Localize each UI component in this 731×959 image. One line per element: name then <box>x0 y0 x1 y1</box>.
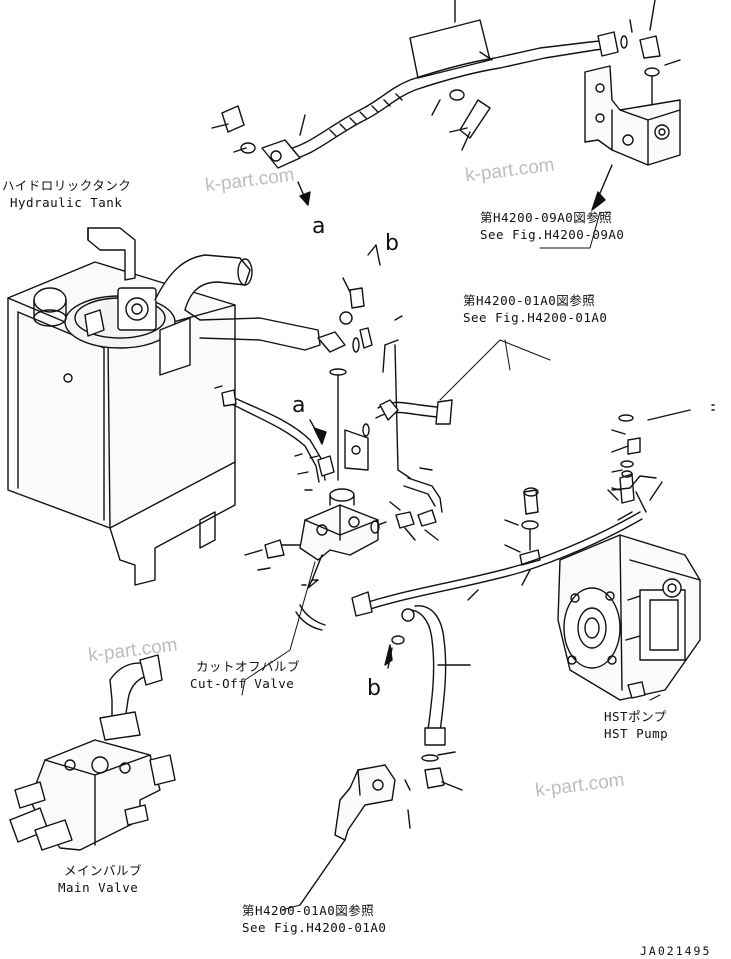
main-valve-label-jp: メインバルブ <box>64 863 143 878</box>
valve-block-drawing <box>584 59 681 211</box>
upper-hose-drawing <box>211 0 661 206</box>
main-valve-drawing <box>9 654 176 851</box>
connection-mark-a-top: a <box>312 214 326 239</box>
drawing-code: JA021495 <box>640 944 712 958</box>
connection-mark-a-mid: a <box>292 393 306 418</box>
hydraulic-tank-label-en: Hydraulic Tank <box>10 195 123 210</box>
connection-mark-b-top: b <box>385 231 399 256</box>
hst-pump-label-jp: HSTポンプ <box>604 709 667 724</box>
middle-hoses-drawing <box>221 244 453 541</box>
lower-bracket-drawing <box>299 751 463 906</box>
clamp-bolt-drawing <box>504 487 541 586</box>
lower-hose-drawing <box>384 605 471 746</box>
hydraulic-tank-drawing <box>7 227 321 586</box>
ref-01a0-top-label-en: See Fig.H4200-01A0 <box>463 310 608 325</box>
cut-off-valve-label-en: Cut-Off Valve <box>190 676 295 691</box>
cut-off-valve-label-jp: カットオフバルブ <box>196 659 301 674</box>
ref-09a0-label-en: See Fig.H4200-09A0 <box>480 227 625 242</box>
ref-09a0-label-jp: 第H4200-09A0図参照 <box>480 210 613 225</box>
hst-pump-label-en: HST Pump <box>604 726 669 741</box>
long-hose-drawing <box>295 481 663 631</box>
ref-01a0-bottom-label-en: See Fig.H4200-01A0 <box>242 920 387 935</box>
leader-lines <box>241 211 661 911</box>
cut-off-valve-drawing <box>244 488 387 589</box>
connection-mark-b-bottom: b <box>367 676 381 701</box>
main-valve-label-en: Main Valve <box>58 880 139 895</box>
ref-01a0-top-label-jp: 第H4200-01A0図参照 <box>463 293 596 308</box>
ref-01a0-bottom-label-jp: 第H4200-01A0図参照 <box>242 903 375 918</box>
hst-pump-drawing <box>557 404 715 701</box>
hydraulic-tank-label-jp: ハイドロリックタンク <box>2 178 132 193</box>
